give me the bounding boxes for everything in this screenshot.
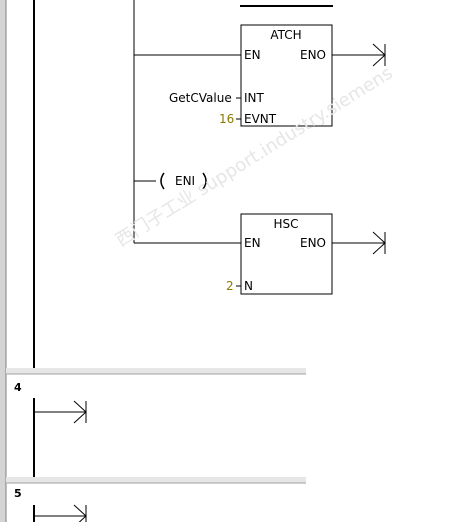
network-number-5[interactable]: 5	[14, 487, 22, 500]
hsc-pin-eno: ENO	[300, 236, 327, 250]
network-divider-4	[6, 368, 306, 374]
hsc-title: HSC	[273, 217, 299, 231]
network-divider-5	[6, 477, 306, 483]
atch-title: ATCH	[270, 28, 302, 42]
atch-pin-int: INT	[244, 91, 264, 105]
hsc-n-operand[interactable]: 2	[226, 279, 234, 293]
eni-coil-label[interactable]: ENI	[175, 174, 196, 188]
network-5-arrow	[73, 504, 87, 522]
left-gutter	[0, 0, 6, 522]
hsc-pin-en: EN	[244, 236, 261, 250]
atch-pin-eno: ENO	[300, 48, 327, 62]
hsc-box[interactable]	[240, 213, 333, 295]
atch-int-operand[interactable]: GetCValue	[169, 91, 232, 105]
atch-pin-en: EN	[244, 48, 261, 62]
atch-evnt-operand[interactable]: 16	[219, 112, 235, 126]
eni-coil-right	[202, 172, 207, 190]
network-number-4[interactable]: 4	[14, 381, 22, 394]
atch-box[interactable]	[240, 24, 333, 127]
atch-pin-evnt: EVNT	[244, 112, 277, 126]
eni-coil-left	[160, 172, 165, 190]
hsc-pin-n: N	[244, 279, 253, 293]
